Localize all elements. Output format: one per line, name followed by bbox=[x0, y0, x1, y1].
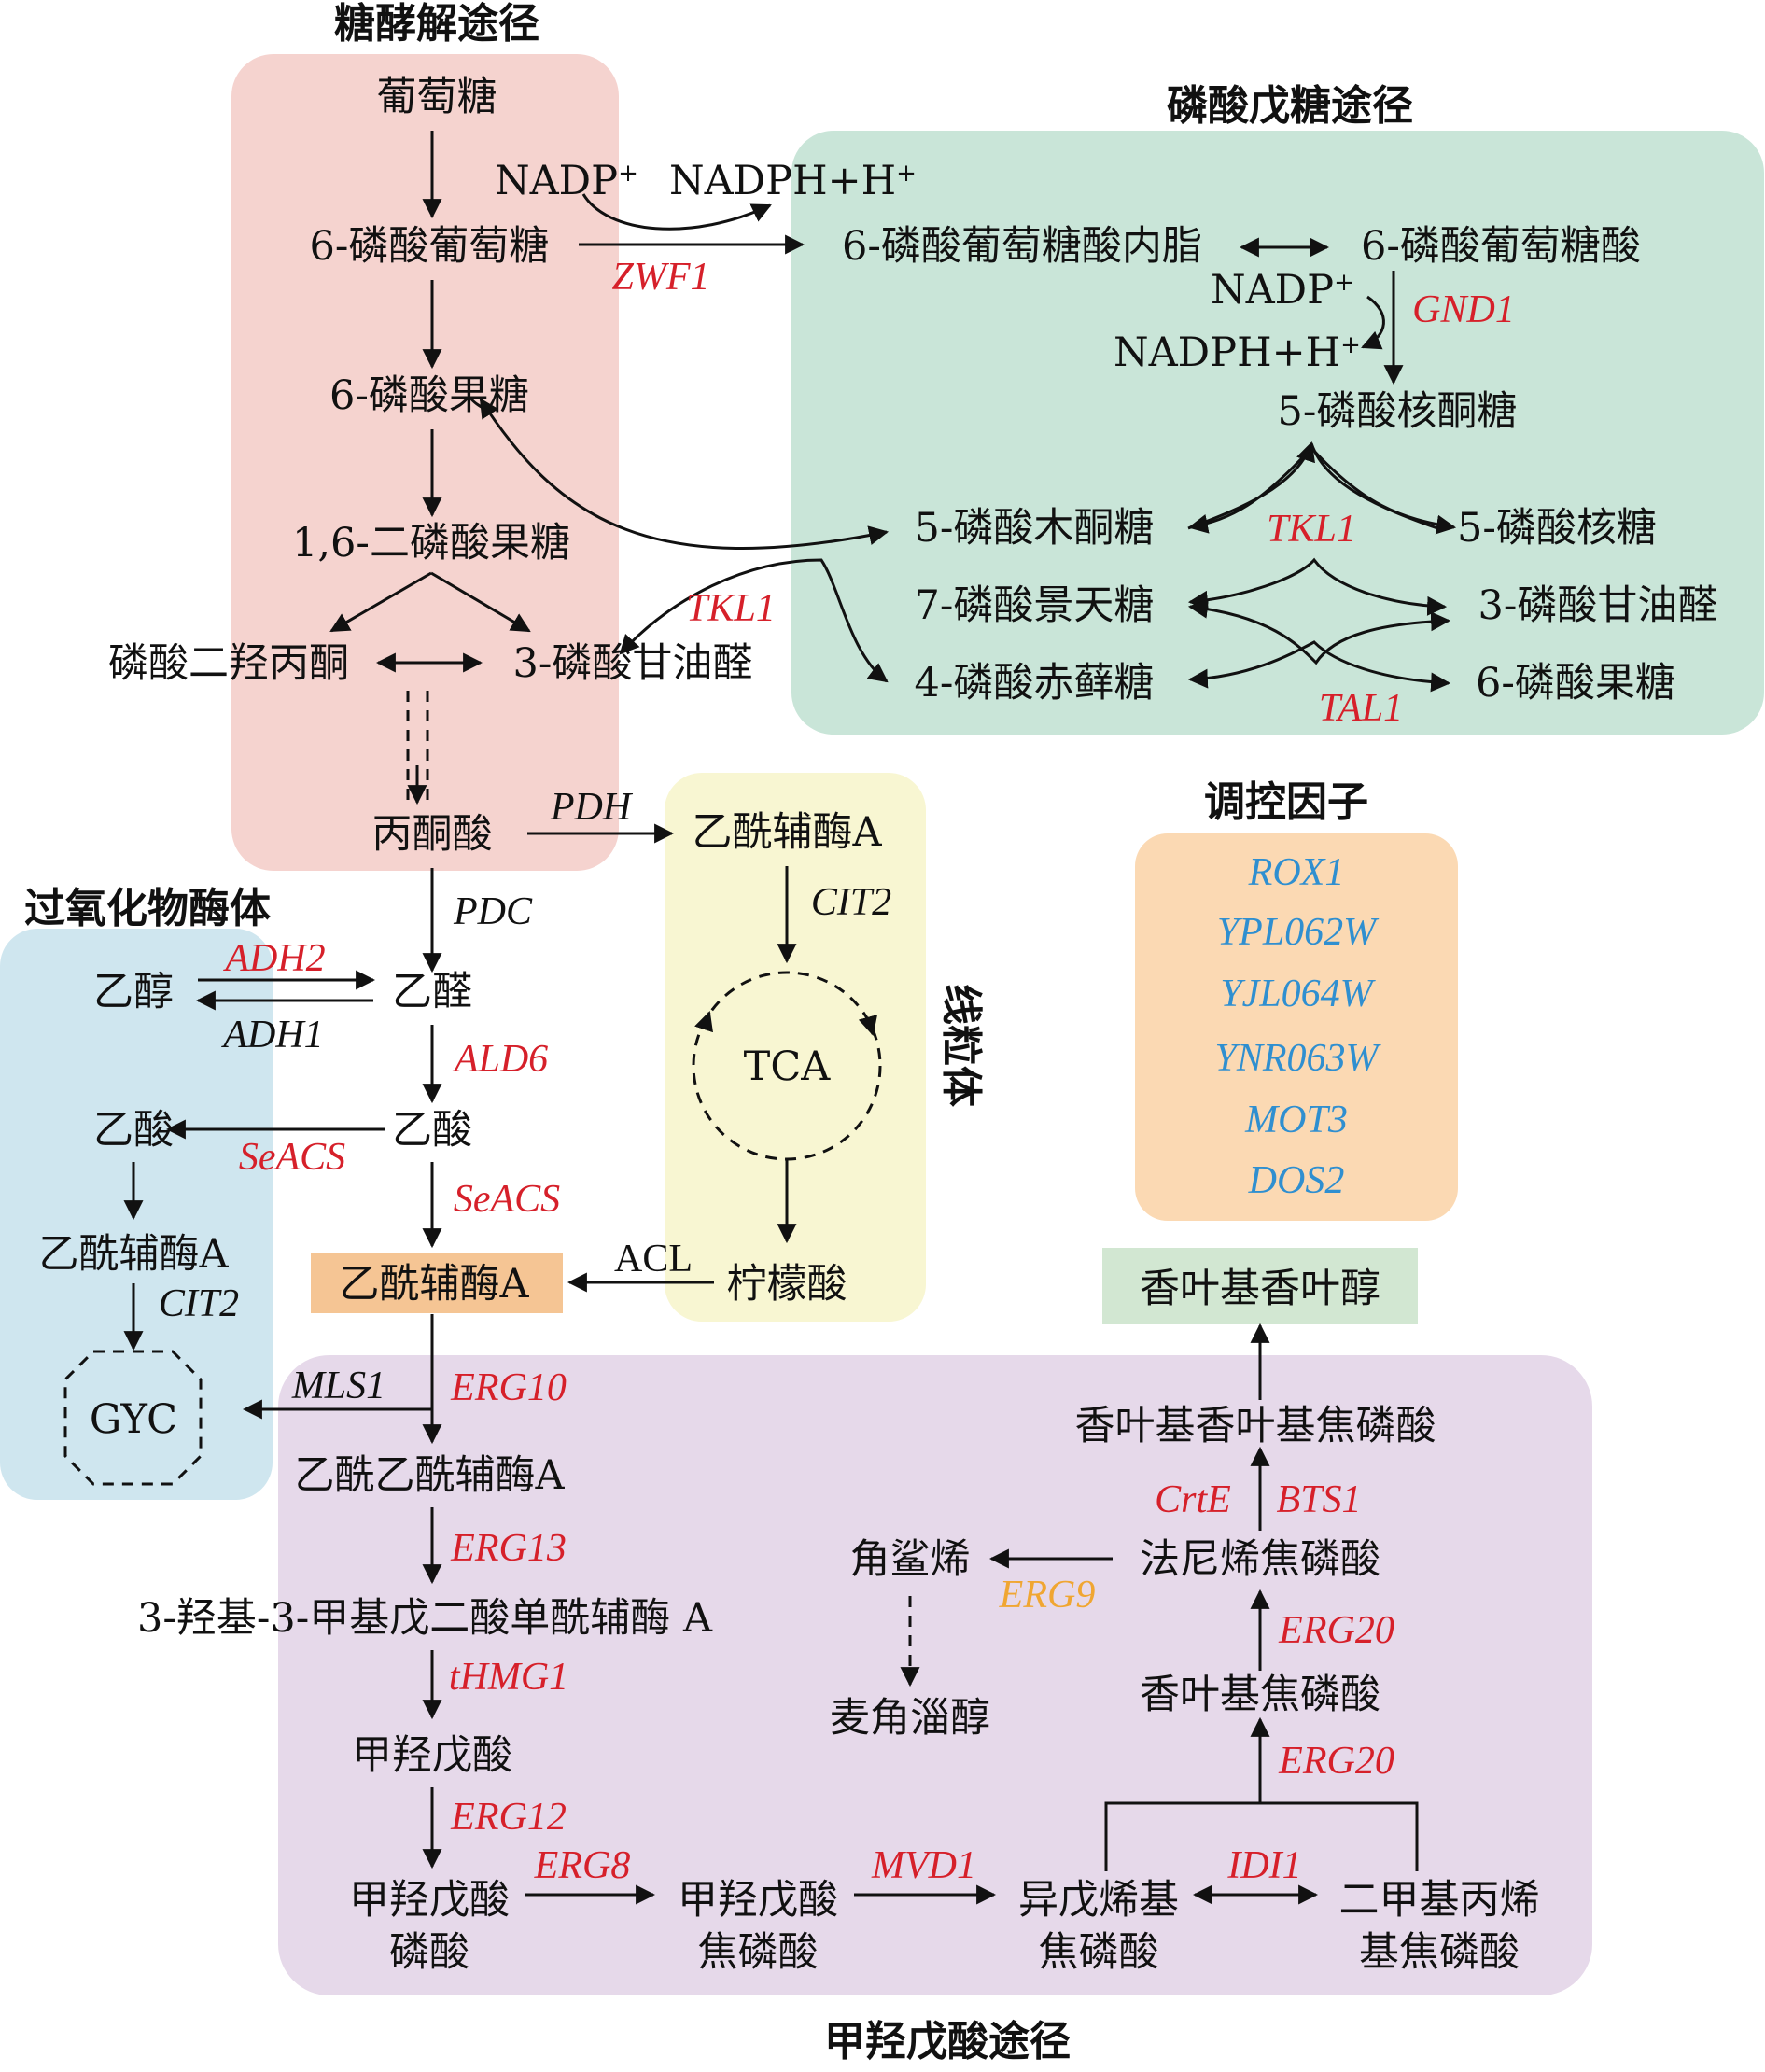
gene-erg12: ERG12 bbox=[450, 1796, 567, 1839]
mvap-node: 甲羟戊酸磷酸 bbox=[349, 1877, 510, 1976]
mvapp-node: 甲羟戊酸焦磷酸 bbox=[678, 1877, 838, 1976]
nadp-2: NADP+ bbox=[1211, 267, 1354, 314]
acetaldehyde-node: 乙醛 bbox=[392, 969, 472, 1015]
gene-gnd1: GND1 bbox=[1412, 288, 1515, 331]
gluconate-node: 6-磷酸葡萄糖酸 bbox=[1361, 223, 1641, 270]
gene-ald6: ALD6 bbox=[452, 1038, 548, 1081]
f6p-right-node: 6-磷酸果糖 bbox=[1476, 660, 1675, 707]
hmgcoa-node: 3-羟基-3-甲基戊二酸单酰辅酶 A bbox=[137, 1595, 713, 1642]
peroxisome-label: 过氧化物酶体 bbox=[24, 885, 271, 932]
ggoh-box bbox=[1102, 1248, 1418, 1324]
gene-erg13: ERG13 bbox=[450, 1527, 567, 1570]
regulator-region bbox=[1135, 833, 1458, 1221]
gene-erg20-a: ERG20 bbox=[1278, 1609, 1394, 1652]
g6p-node: 6-磷酸葡萄糖 bbox=[310, 223, 550, 270]
lactone-node: 6-磷酸葡萄糖酸内脂 bbox=[842, 223, 1202, 270]
regulator-dos2: DOS2 bbox=[1248, 1159, 1345, 1202]
regulator-ypl062w: YPL062W bbox=[1217, 911, 1380, 954]
gene-pdh: PDH bbox=[550, 786, 634, 829]
xu5p-node: 5-磷酸木酮糖 bbox=[915, 505, 1155, 552]
citrate-node: 柠檬酸 bbox=[727, 1261, 847, 1308]
g3p-right-node: 3-磷酸甘油醛 bbox=[1478, 582, 1718, 629]
ergosterol-node: 麦角淄醇 bbox=[830, 1695, 990, 1742]
mva-label: 甲羟戊酸途径 bbox=[824, 2018, 1071, 2065]
gene-tal1: TAL1 bbox=[1319, 687, 1403, 730]
glucose-node: 葡萄糖 bbox=[377, 74, 497, 120]
regulator-mot3: MOT3 bbox=[1244, 1099, 1348, 1141]
acacoa-node: 乙酰乙酰辅酶A bbox=[294, 1452, 565, 1499]
f6p-node: 6-磷酸果糖 bbox=[329, 372, 529, 419]
nadp-1: NADP+ bbox=[495, 158, 638, 204]
ggoh-node: 香叶基香叶醇 bbox=[1140, 1266, 1380, 1312]
nadph-2: NADPH+H+ bbox=[1114, 329, 1361, 376]
gene-zwf1: ZWF1 bbox=[612, 256, 710, 299]
gene-cit2-mito: CIT2 bbox=[811, 881, 891, 924]
gene-erg20-b: ERG20 bbox=[1278, 1740, 1394, 1783]
e4p-node: 4-磷酸赤藓糖 bbox=[915, 660, 1155, 707]
gene-thmg1: tHMG1 bbox=[449, 1656, 568, 1699]
ethanol-node: 乙醇 bbox=[93, 969, 174, 1015]
s7p-node: 7-磷酸景天糖 bbox=[915, 582, 1155, 629]
acetate-node: 乙酸 bbox=[392, 1107, 472, 1154]
dmapp-node: 二甲基丙烯基焦磷酸 bbox=[1339, 1877, 1540, 1976]
acetylcoa-node: 乙酰辅酶A bbox=[339, 1261, 529, 1308]
ru5p-node: 5-磷酸核酮糖 bbox=[1278, 388, 1518, 435]
dhap-node: 磷酸二羟丙酮 bbox=[108, 640, 349, 687]
fbp-node: 1,6-二磷酸果糖 bbox=[292, 520, 570, 567]
gene-tkl1-right: TKL1 bbox=[1267, 508, 1356, 551]
acetylcoa-px-node: 乙酰辅酶A bbox=[38, 1231, 229, 1278]
g3p-node: 3-磷酸甘油醛 bbox=[513, 640, 753, 687]
fpp-node: 法尼烯焦磷酸 bbox=[1140, 1536, 1380, 1583]
gene-erg10: ERG10 bbox=[450, 1366, 567, 1409]
ipp-node: 异戊烯基焦磷酸 bbox=[1018, 1877, 1179, 1976]
ppp-region bbox=[791, 131, 1764, 735]
gene-mls1: MLS1 bbox=[291, 1365, 385, 1407]
r5p-node: 5-磷酸核糖 bbox=[1457, 505, 1657, 552]
acetylcoa-box bbox=[311, 1253, 563, 1313]
gene-adh2: ADH2 bbox=[222, 937, 325, 980]
glycolysis-label: 糖酵解途径 bbox=[334, 0, 539, 48]
regulator-ynr063w: YNR063W bbox=[1214, 1037, 1381, 1080]
mitochondria-region bbox=[665, 773, 926, 1322]
ppp-label: 磷酸戊糖途径 bbox=[1167, 82, 1413, 130]
gene-cit2-px: CIT2 bbox=[159, 1282, 239, 1325]
gene-erg9: ERG9 bbox=[999, 1574, 1096, 1617]
mitochondria-label: 线粒体 bbox=[937, 984, 985, 1107]
regulator-yjl064w: YJL064W bbox=[1220, 973, 1376, 1015]
regulator-rox1: ROX1 bbox=[1248, 851, 1345, 894]
gene-idi1: IDI1 bbox=[1226, 1844, 1301, 1887]
pyruvate-node: 丙酮酸 bbox=[372, 811, 493, 858]
nadph-1: NADPH+H+ bbox=[669, 158, 917, 204]
acetylcoa-mito-node: 乙酰辅酶A bbox=[692, 809, 882, 856]
gene-erg8: ERG8 bbox=[534, 1844, 631, 1887]
gene-crte: CrtE bbox=[1155, 1478, 1231, 1521]
gene-mvd1: MVD1 bbox=[871, 1844, 976, 1887]
gene-tkl1-left: TKL1 bbox=[686, 587, 776, 630]
gyc-node: GYC bbox=[90, 1396, 177, 1443]
gpp-node: 香叶基焦磷酸 bbox=[1140, 1672, 1380, 1718]
glycolysis-region bbox=[231, 54, 619, 871]
gene-pdc: PDC bbox=[453, 890, 533, 933]
tca-node: TCA bbox=[744, 1043, 832, 1090]
gene-acl: ACL bbox=[614, 1238, 693, 1281]
gene-bts1: BTS1 bbox=[1276, 1478, 1361, 1521]
gene-seacs-2: SeACS bbox=[454, 1178, 560, 1221]
acetate-px-node: 乙酸 bbox=[93, 1107, 174, 1154]
regulator-label: 调控因子 bbox=[1204, 778, 1368, 826]
mva-region bbox=[278, 1355, 1592, 1995]
gene-seacs-1: SeACS bbox=[239, 1136, 345, 1179]
mva-node: 甲羟戊酸 bbox=[352, 1732, 512, 1779]
ggpp-node: 香叶基香叶基焦磷酸 bbox=[1075, 1403, 1436, 1449]
gene-adh1: ADH1 bbox=[220, 1014, 323, 1057]
squalene-node: 角鲨烯 bbox=[850, 1536, 971, 1583]
